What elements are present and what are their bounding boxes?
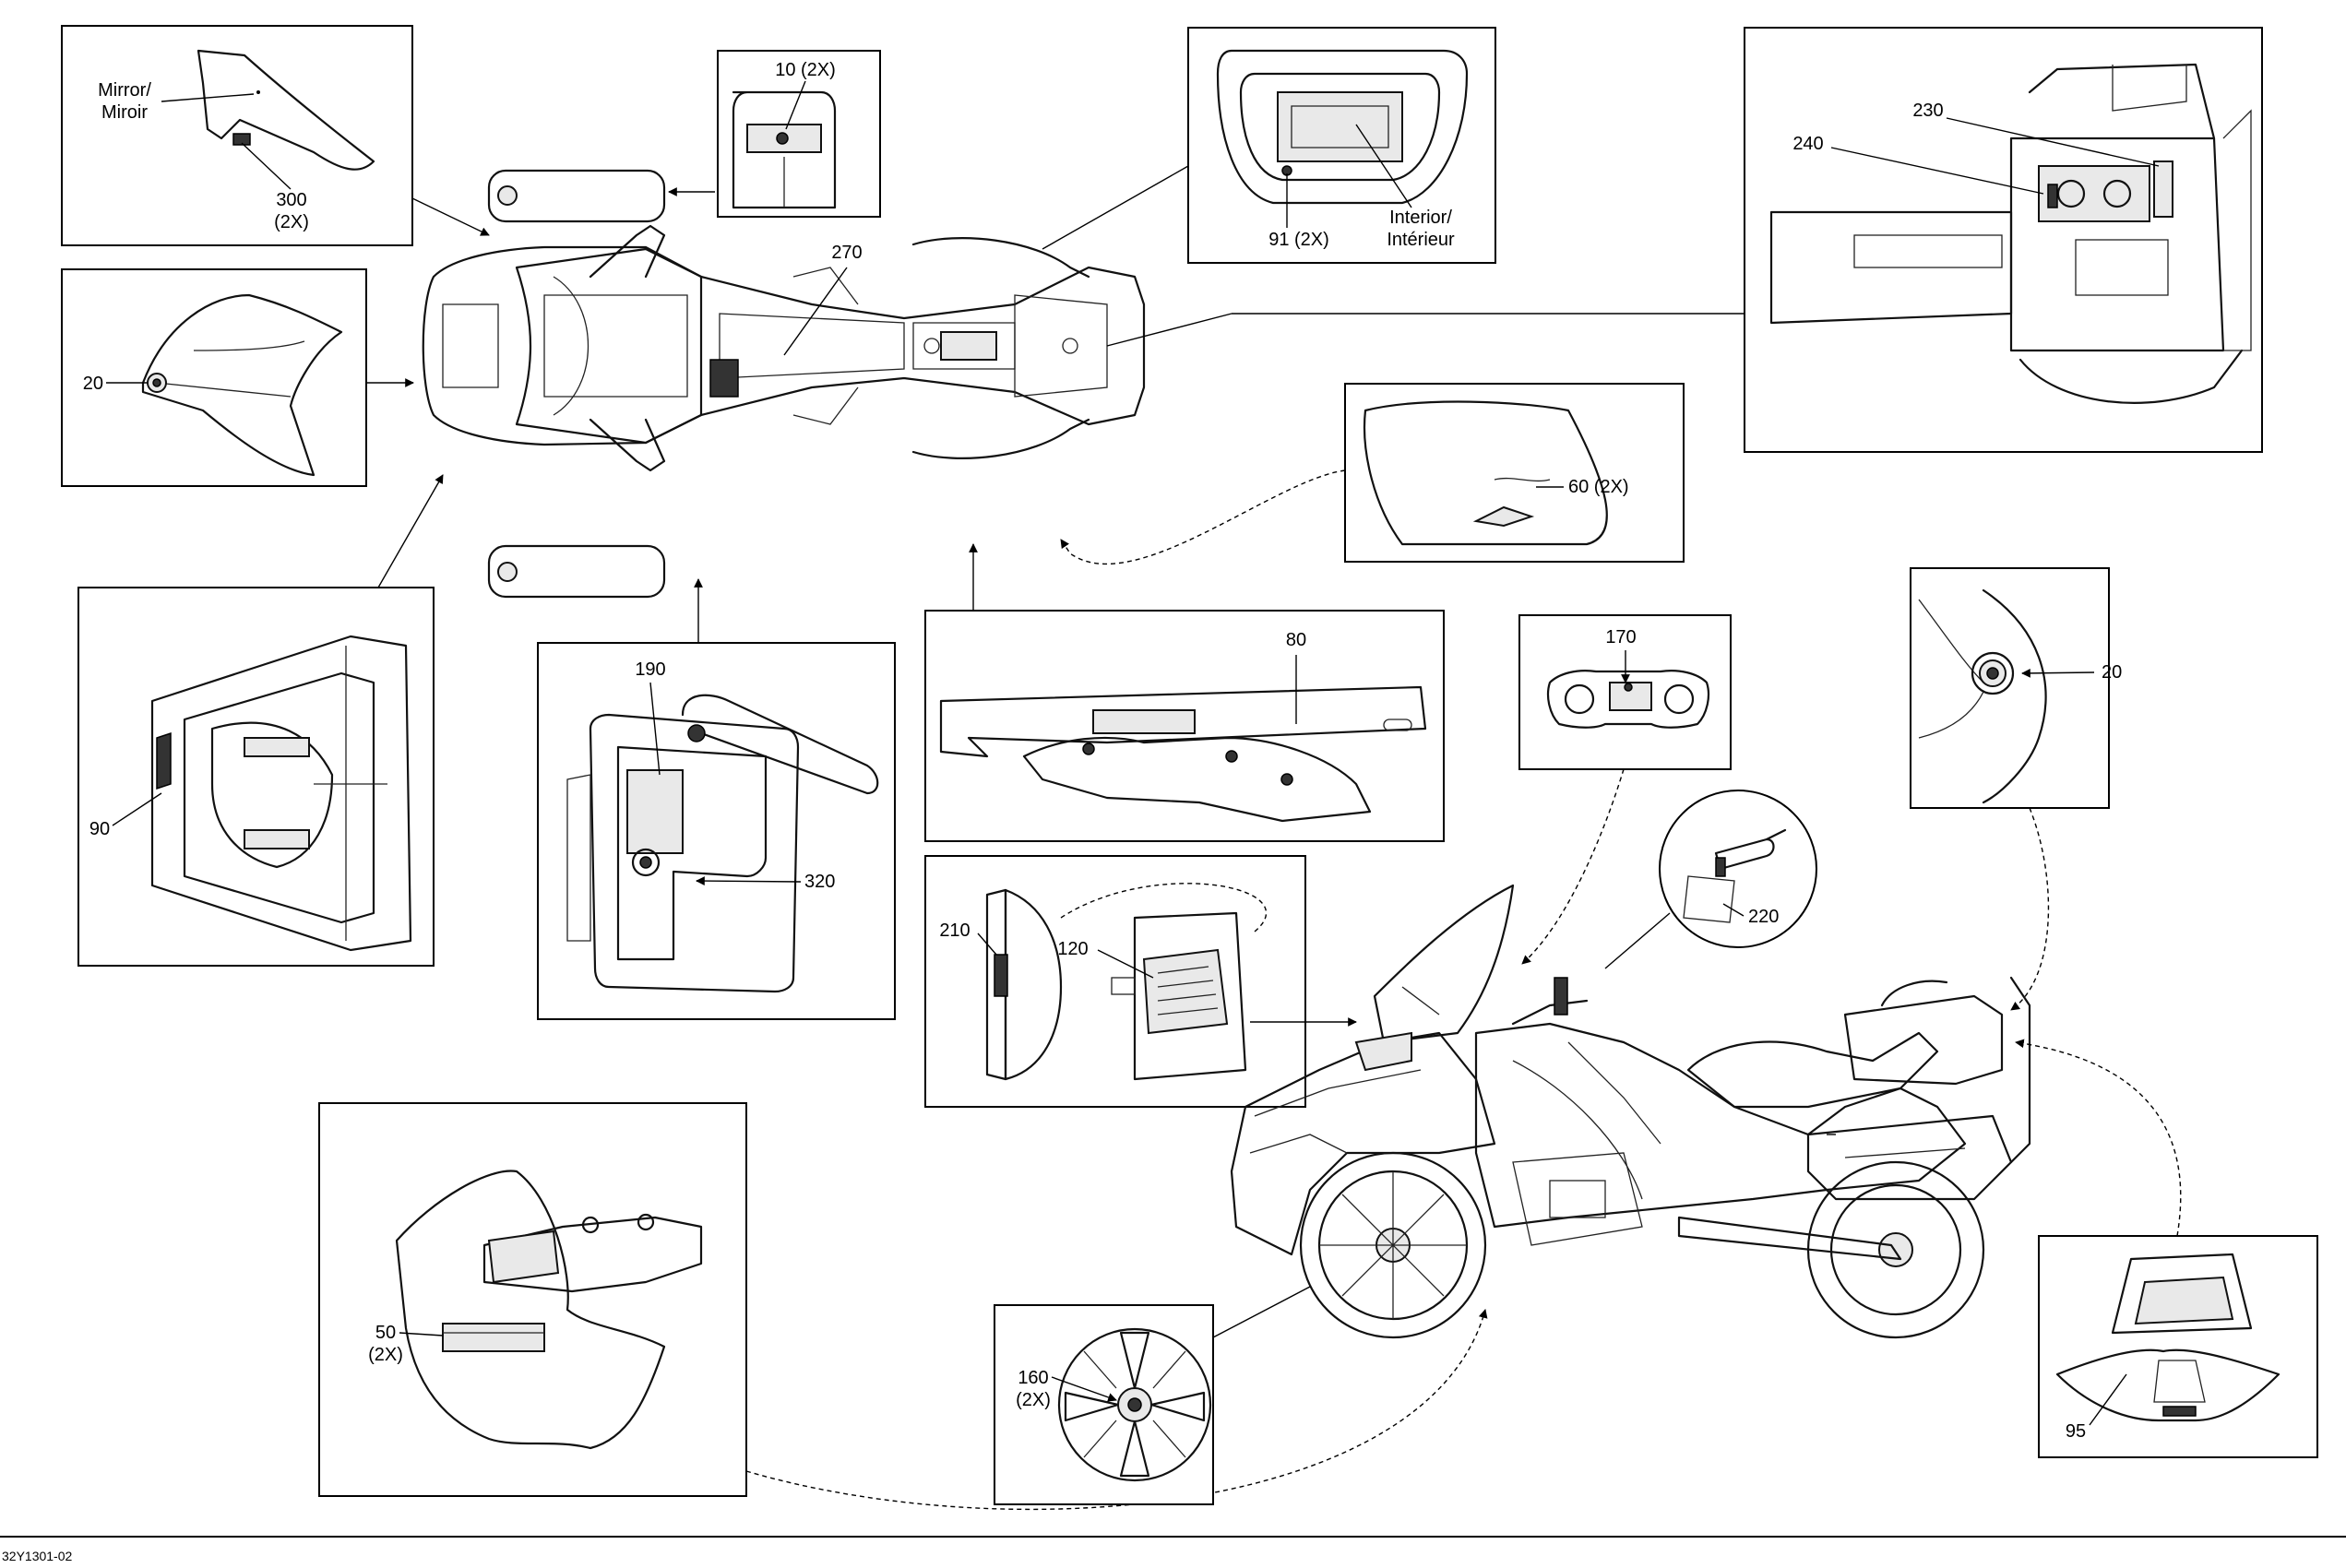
side-case-top xyxy=(487,169,666,223)
callout-220: 220 xyxy=(1748,907,1779,927)
panel-20-left xyxy=(61,268,367,487)
detail-220 xyxy=(1659,790,1817,948)
callout-230: 230 xyxy=(1912,101,1943,121)
callout-240: 240 xyxy=(1792,134,1823,154)
panel-91 xyxy=(1187,27,1496,264)
callout-170: 170 xyxy=(1605,627,1636,647)
callout-270: 270 xyxy=(831,243,862,263)
panel-60 xyxy=(1344,383,1685,563)
callout-20-left: 20 xyxy=(83,374,103,394)
panel-95 xyxy=(2038,1235,2318,1458)
panel-160 xyxy=(994,1304,1214,1505)
callout-120: 120 xyxy=(1057,939,1088,959)
drawing-code: 32Y1301-02 xyxy=(2,1549,73,1563)
label-interior-fr: Intérieur xyxy=(1387,230,1455,250)
panel-50 xyxy=(318,1102,747,1497)
callout-190: 190 xyxy=(635,659,665,680)
callout-90: 90 xyxy=(89,819,110,839)
label-mirror-fr: Miroir xyxy=(101,102,148,123)
panel-10 xyxy=(717,50,881,218)
callout-160: 160 xyxy=(1018,1368,1048,1388)
callout-300-qty: (2X) xyxy=(274,212,309,232)
panel-210-120 xyxy=(924,855,1306,1108)
callout-10: 10 (2X) xyxy=(775,60,836,80)
panel-190-320 xyxy=(537,642,896,1020)
callout-210: 210 xyxy=(939,921,970,941)
callout-20-right: 20 xyxy=(2102,662,2122,683)
panel-mirror xyxy=(61,25,413,246)
label-interior: Interior/ xyxy=(1389,208,1452,228)
callout-91: 91 (2X) xyxy=(1268,230,1329,250)
panel-80 xyxy=(924,610,1445,842)
panel-20-right xyxy=(1910,567,2110,809)
callout-300: 300 xyxy=(276,190,306,210)
side-case-bottom xyxy=(487,544,666,599)
callout-60: 60 (2X) xyxy=(1568,477,1629,497)
panel-170 xyxy=(1518,614,1732,770)
callout-160-qty: (2X) xyxy=(1016,1390,1051,1410)
callout-320: 320 xyxy=(804,872,835,892)
callout-50-qty: (2X) xyxy=(368,1345,403,1365)
panel-230-240 xyxy=(1744,27,2263,453)
vehicle-side-view xyxy=(1230,884,2031,1339)
panel-90 xyxy=(77,587,435,967)
callout-95: 95 xyxy=(2066,1421,2086,1442)
callout-50: 50 xyxy=(375,1323,396,1343)
callout-80: 80 xyxy=(1286,630,1306,650)
vehicle-top-view xyxy=(422,224,1146,472)
label-mirror: Mirror/ xyxy=(98,80,151,101)
